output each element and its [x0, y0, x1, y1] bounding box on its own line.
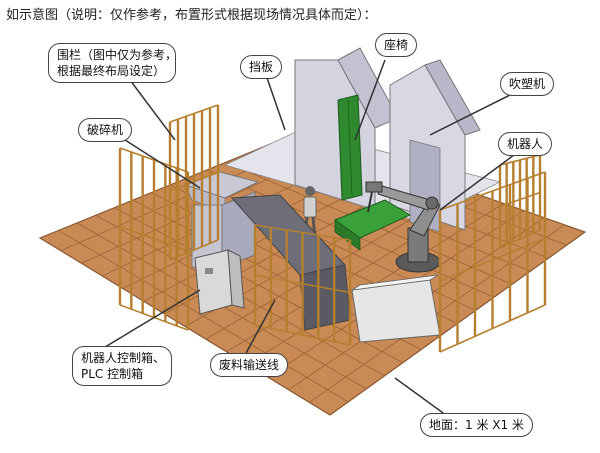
floor-grid-line: [309, 224, 565, 403]
fence-rail: [169, 104, 219, 123]
fence-callout: 围栏（图中仅为参考， 根据最终布局设定）: [48, 43, 178, 83]
fence-label-line1: 围栏（图中仅为参考，: [57, 48, 178, 62]
page-title: 如示意图（说明：仅作参考，布置形式根据现场情况具体而定）：: [6, 8, 377, 23]
control-box-callout: 机器人控制箱、 PLC 控制箱: [72, 346, 172, 386]
fence-rail: [119, 225, 189, 252]
blow-molder-callout: 吹塑机: [500, 72, 555, 96]
fence-rail: [169, 239, 219, 261]
baffle-callout: 挡板: [240, 55, 283, 79]
conveyor-label: 废料输送线: [219, 358, 280, 372]
leader-lines: [99, 59, 521, 419]
conveyor-callout: 废料输送线: [210, 353, 289, 377]
fence-rail: [499, 154, 541, 166]
fence: [118, 104, 547, 353]
control-box: [194, 249, 245, 315]
floor-callout: 地面：1 米 X1 米: [420, 413, 533, 437]
fence-rail: [254, 324, 351, 346]
fence-rail: [119, 147, 189, 173]
crusher-callout: 破碎机: [78, 118, 133, 142]
front-cabinet: [351, 274, 441, 343]
fence-rail: [254, 224, 351, 241]
baffle-label: 挡板: [249, 60, 274, 74]
floor-label: 地面：1 米 X1 米: [429, 418, 524, 432]
fence-rail: [439, 304, 546, 353]
control-box-label-line2: PLC 控制箱: [81, 367, 144, 381]
fence-rail: [499, 191, 541, 208]
seat-label: 座椅: [384, 38, 409, 52]
baffle-panel: [337, 94, 363, 201]
robot-callout: 机器人: [498, 132, 553, 156]
fence-rail: [499, 229, 541, 249]
fence-rail: [169, 171, 219, 192]
fence-rail: [439, 237, 546, 282]
blow-molder-label: 吹塑机: [509, 77, 546, 91]
seat-callout: 座椅: [375, 33, 418, 57]
crusher-label: 破碎机: [87, 123, 124, 137]
robot-arm-icon: [365, 181, 441, 273]
robot-label: 机器人: [507, 137, 544, 151]
fence-label-line2: 根据最终布局设定）: [57, 64, 166, 78]
fence-rail: [254, 274, 351, 294]
control-box-label-line1: 机器人控制箱、: [81, 351, 166, 365]
